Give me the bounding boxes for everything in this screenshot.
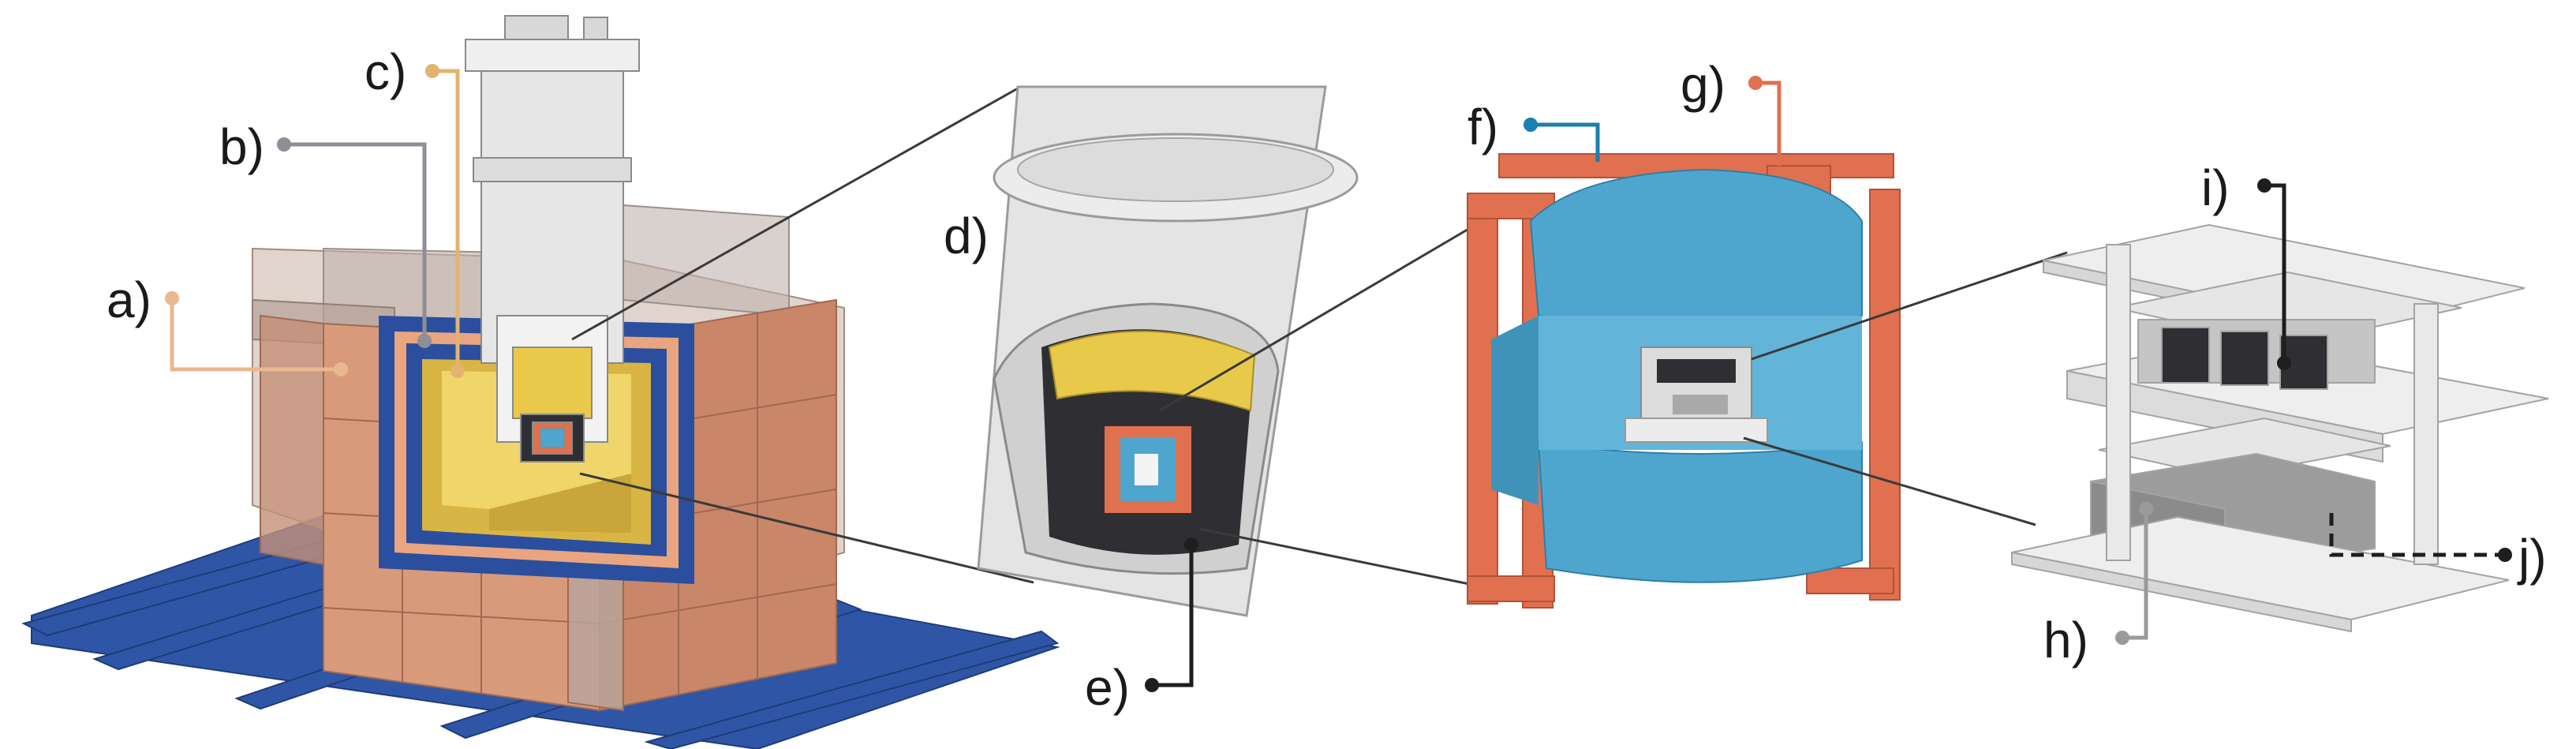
leader-f	[1531, 122, 1600, 162]
label-h: h)	[2043, 612, 2088, 668]
leader-e	[1152, 545, 1194, 687]
leader-j	[2329, 513, 2505, 557]
leader-f-dot	[1524, 118, 1538, 132]
label-a: a)	[107, 272, 151, 328]
leader-c-end	[451, 364, 465, 378]
label-d: d)	[944, 208, 989, 264]
leader-i-dot	[2257, 178, 2271, 193]
leader-h-dot	[2115, 631, 2129, 645]
cryostat-column	[465, 15, 640, 463]
leader-e-end	[1184, 537, 1198, 552]
leader-c	[432, 69, 460, 371]
leader-h	[2122, 509, 2148, 640]
label-g: g)	[1681, 56, 1725, 113]
shield-assembly-panel	[21, 15, 1060, 749]
leader-b-dot	[277, 137, 291, 152]
leader-a	[170, 298, 341, 372]
leader-g	[1755, 81, 1782, 166]
label-e: e)	[1085, 659, 1130, 716]
sample-stage-panel	[2011, 178, 2549, 645]
label-b: b)	[219, 118, 264, 175]
zoom-line-1b	[579, 472, 1034, 584]
leader-a-dot	[165, 291, 179, 305]
leader-e-dot	[1145, 678, 1159, 692]
magnet-panel	[1467, 76, 2068, 609]
zoom-line-3b	[1743, 436, 2036, 526]
leader-b	[284, 142, 427, 341]
leader-g-dot	[1748, 76, 1763, 90]
leader-i-end	[2277, 356, 2291, 370]
leader-h-end	[2139, 502, 2153, 516]
label-i: i)	[2201, 159, 2230, 216]
leader-a-end	[334, 362, 348, 376]
zoom-line-3a	[1751, 251, 2068, 361]
leader-j-dot	[2498, 548, 2512, 562]
label-j: j)	[2517, 529, 2547, 586]
label-c: c)	[365, 43, 406, 100]
leader-c-dot	[425, 64, 439, 78]
zoom-line-1a	[571, 87, 1019, 341]
leader-b-end	[417, 334, 432, 348]
label-f: f)	[1467, 99, 1498, 155]
zoom-line-2a	[1159, 223, 1476, 412]
cryostat-cutaway-panel	[977, 85, 1547, 692]
